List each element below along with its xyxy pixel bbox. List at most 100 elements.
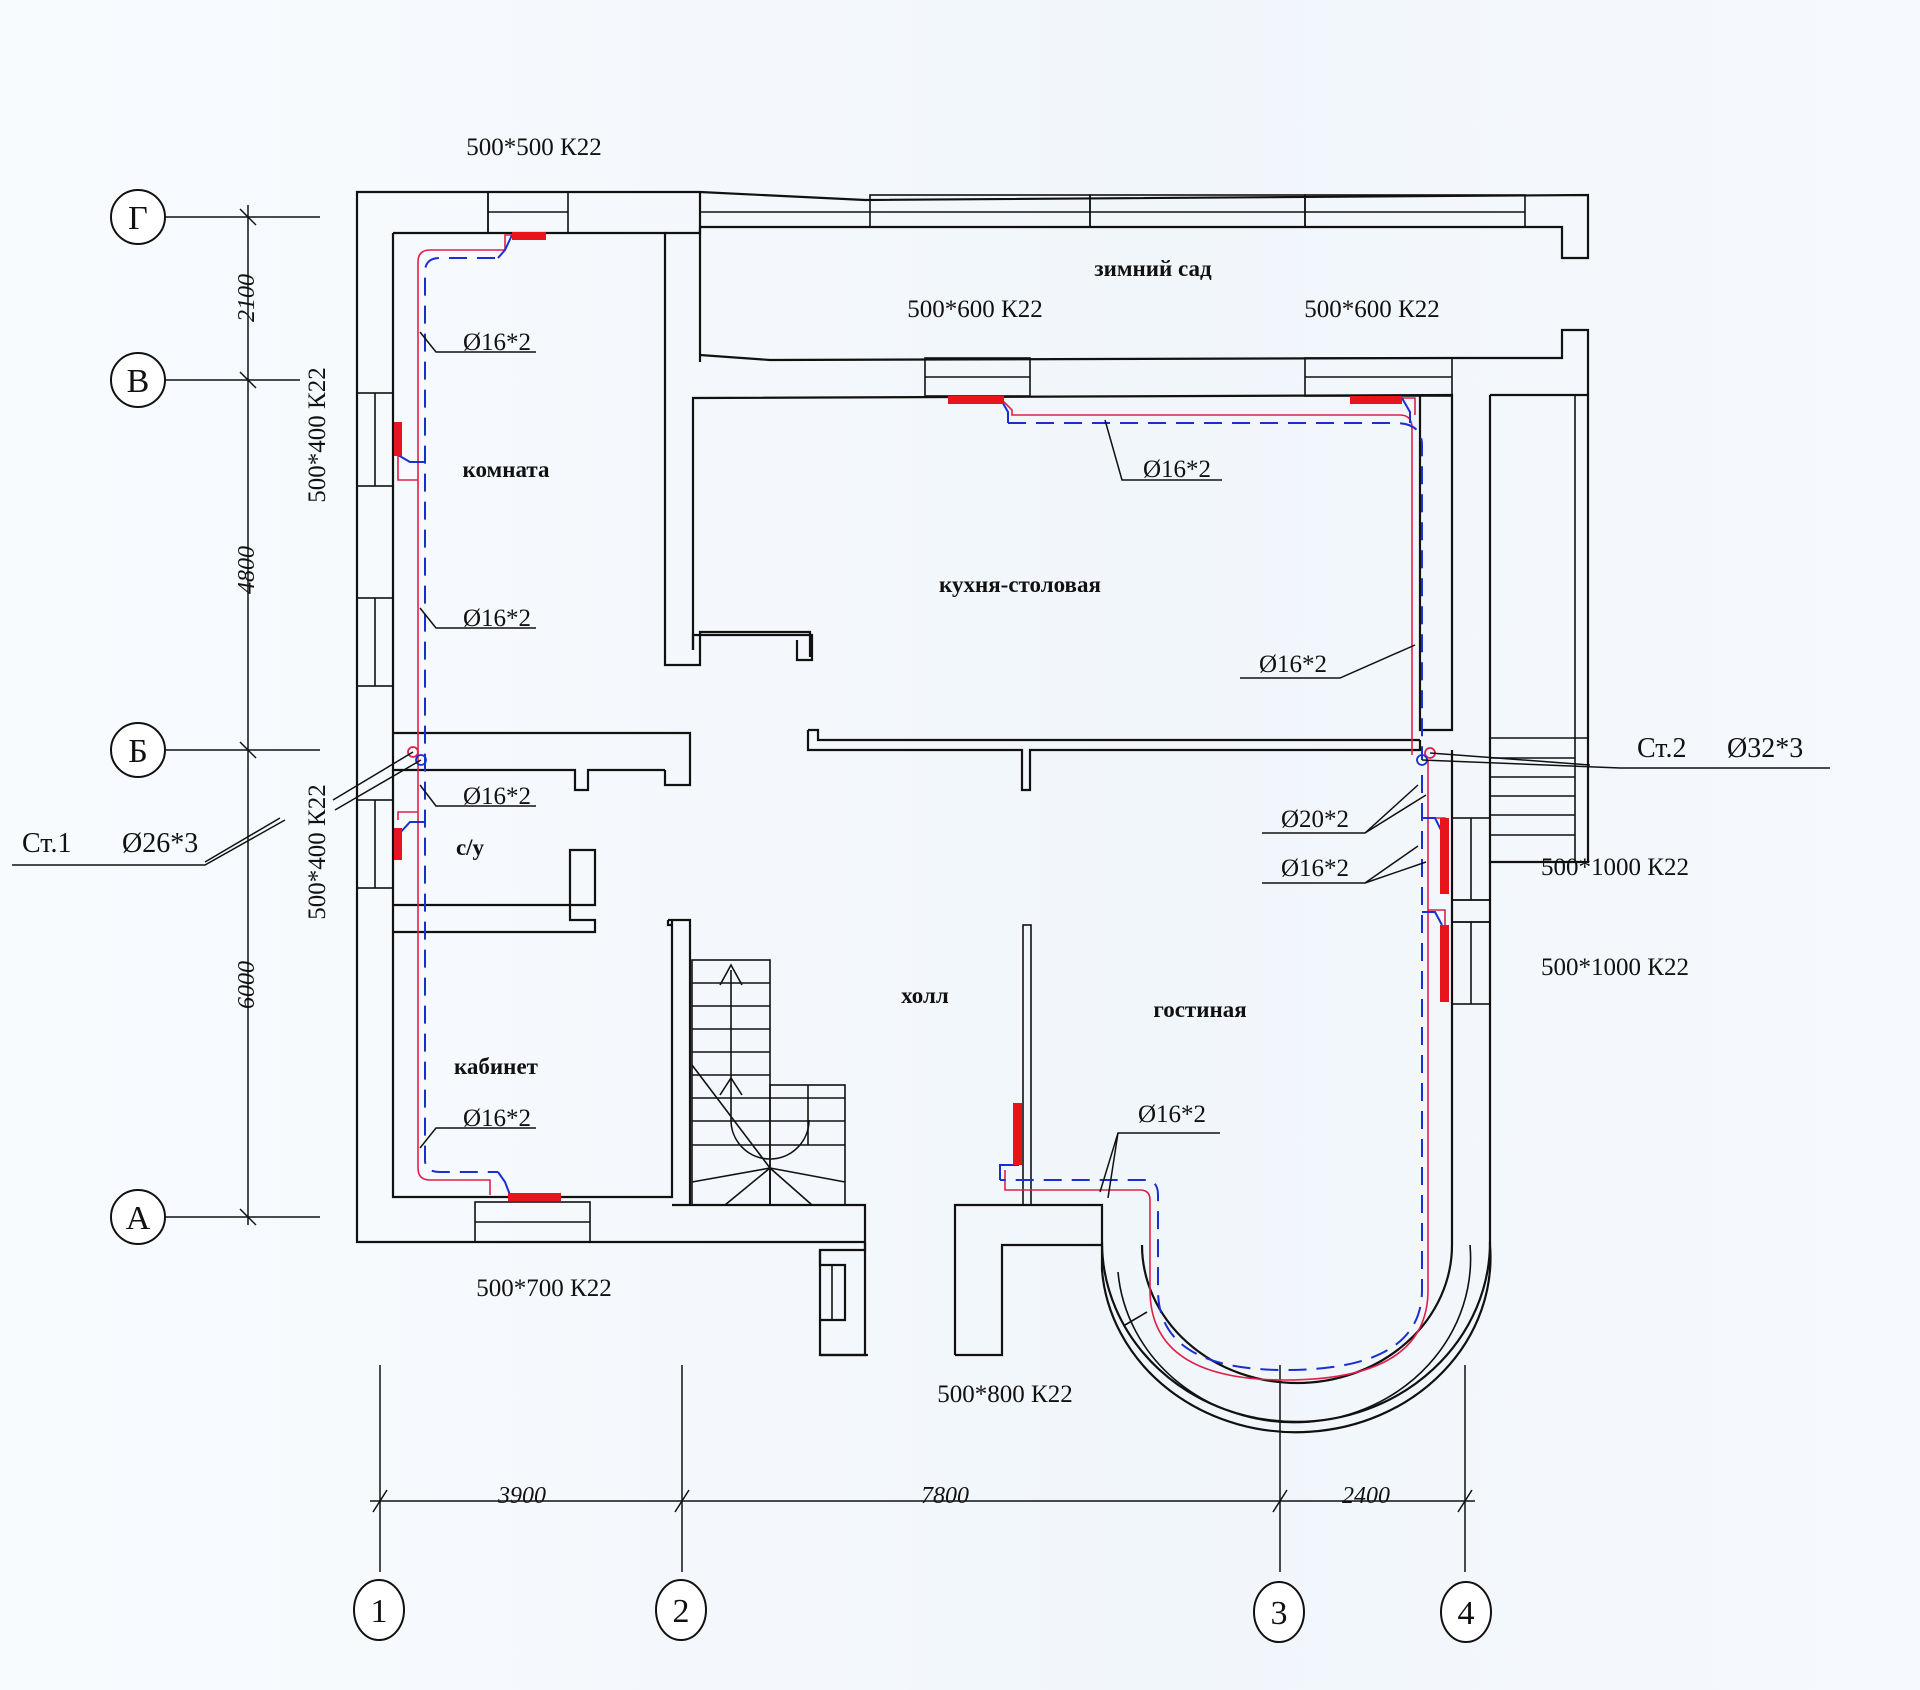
leader-st1 xyxy=(12,819,286,866)
axis-marker-v: В xyxy=(110,352,166,408)
radiator-living-2 xyxy=(1440,925,1449,1002)
stair-steps xyxy=(691,963,846,1206)
room-wall xyxy=(393,231,812,667)
kitchen-wall xyxy=(691,393,1454,732)
room-label-hall: холл xyxy=(901,983,949,1008)
axis-marker-a: А xyxy=(110,1189,166,1245)
room-label-room: комната xyxy=(463,457,550,482)
axis-marker-g: Г xyxy=(110,189,166,245)
pipe-label: Ø16*2 xyxy=(1138,1101,1206,1128)
winder-step xyxy=(769,1167,846,1183)
riser-st1-return xyxy=(415,754,427,766)
radiator-label-right-lower: 500*1000 К22 xyxy=(1541,954,1689,981)
axis-circle xyxy=(110,1189,166,1245)
pipe-label: Ø16*2 xyxy=(463,783,531,810)
bay-pier xyxy=(1124,1311,1148,1326)
radiator-kitchen-1 xyxy=(948,396,1004,404)
pipe-label: Ø16*2 xyxy=(463,329,531,356)
leader xyxy=(1107,1132,1119,1199)
leader xyxy=(419,1127,536,1149)
entrance-window xyxy=(818,1250,847,1322)
axis-marker-2: 2 xyxy=(655,1579,707,1641)
leader xyxy=(419,784,536,807)
radiator-living-3 xyxy=(1013,1103,1022,1165)
stair-arrow-head xyxy=(719,1076,743,1096)
wc-top-wall xyxy=(393,731,692,787)
bay-wall-inner xyxy=(1100,1242,1492,1434)
pipe-label: Ø16*2 xyxy=(463,605,531,632)
axis-circle xyxy=(110,189,166,245)
stair-arrow-head xyxy=(719,963,743,986)
axis-marker-b: Б xyxy=(110,722,166,778)
entrance-pier xyxy=(820,1242,867,1357)
kitchen-partition xyxy=(691,633,814,662)
heating-pipes xyxy=(397,234,1446,1381)
return-connector xyxy=(397,821,425,836)
kitchen-corridor-wall xyxy=(806,730,1422,792)
pipe-label: Ø16*2 xyxy=(463,1105,531,1132)
entrance-right xyxy=(953,1203,1104,1355)
radiator-living-1 xyxy=(1440,818,1449,894)
riser-name: Ст.2 xyxy=(1637,733,1686,764)
stair-diagonal xyxy=(691,1064,771,1169)
supply-connector xyxy=(397,455,418,481)
return-pipe-left xyxy=(424,257,498,1173)
exterior-stair xyxy=(1488,393,1590,864)
axis-circle xyxy=(110,722,166,778)
radiator-label-left-upper: 500*400 К22 xyxy=(304,367,331,502)
hall-living-partition xyxy=(1022,924,1032,1206)
supply-pipe-left xyxy=(417,234,512,1195)
leader-lines xyxy=(12,331,1830,1199)
axis-label: Г xyxy=(128,200,148,237)
radiator-label-right-upper: 500*1000 К22 xyxy=(1541,854,1689,881)
radiator-kitchen-2 xyxy=(1350,396,1402,404)
dimension-4800: 4800 xyxy=(234,546,260,594)
leader xyxy=(1364,794,1427,834)
pipe-label: Ø20*2 xyxy=(1281,806,1349,833)
stair-flight xyxy=(691,959,771,1206)
leader xyxy=(419,331,536,353)
axis-marker-1: 1 xyxy=(353,1579,405,1641)
riser-st1-supply xyxy=(407,746,419,758)
axis-circle xyxy=(353,1579,405,1641)
dim-tick xyxy=(239,741,257,759)
axis-label: В xyxy=(127,363,150,400)
room-label-kitchen: кухня-столовая xyxy=(939,572,1101,597)
riser-label-st2: Ст.2 Ø32*3 xyxy=(1637,733,1803,764)
dim-tick xyxy=(239,1208,257,1226)
room-label-winter-garden: зимний сад xyxy=(1094,256,1212,281)
radiator-label-living: 500*800 К22 xyxy=(937,1381,1072,1408)
axis-circle xyxy=(1253,1581,1305,1643)
axis-marker-4: 4 xyxy=(1440,1581,1492,1643)
riser-size: Ø26*3 xyxy=(122,828,198,859)
leader xyxy=(1099,1132,1220,1193)
room-label-wc: с/у xyxy=(456,835,485,860)
axis-label: 4 xyxy=(1458,1595,1475,1632)
axis-label: 1 xyxy=(371,1593,388,1630)
axis-label: 2 xyxy=(673,1593,690,1630)
winter-garden-outer xyxy=(699,190,1590,260)
leader xyxy=(334,759,422,811)
supply-connector xyxy=(1402,397,1416,415)
bay-arc-1 xyxy=(1140,1244,1454,1385)
dimension-7800: 7800 xyxy=(921,1483,969,1509)
pipe-label: Ø16*2 xyxy=(1281,855,1349,882)
winter-garden-bottom xyxy=(699,328,1590,395)
dim-tick xyxy=(239,208,257,226)
radiator-top-left xyxy=(512,232,546,240)
return-pipe-kitchen xyxy=(1008,422,1423,760)
stair-left-wall xyxy=(668,918,692,1205)
dim-tick xyxy=(1457,1489,1473,1513)
riser-size: Ø32*3 xyxy=(1727,733,1803,764)
radiators xyxy=(394,232,1449,1201)
return-connector xyxy=(1422,911,1443,926)
entrance-left xyxy=(672,1203,868,1357)
axis-marker-3: 3 xyxy=(1253,1581,1305,1643)
axis-label: А xyxy=(126,1200,151,1237)
return-pipe-living xyxy=(1000,775,1423,1372)
kitchen-corridor-wall-inner xyxy=(808,728,1420,742)
dimension-3900: 3900 xyxy=(497,1483,546,1509)
return-connector xyxy=(497,1171,511,1196)
radiator-label-study: 500*700 К22 xyxy=(476,1275,611,1302)
